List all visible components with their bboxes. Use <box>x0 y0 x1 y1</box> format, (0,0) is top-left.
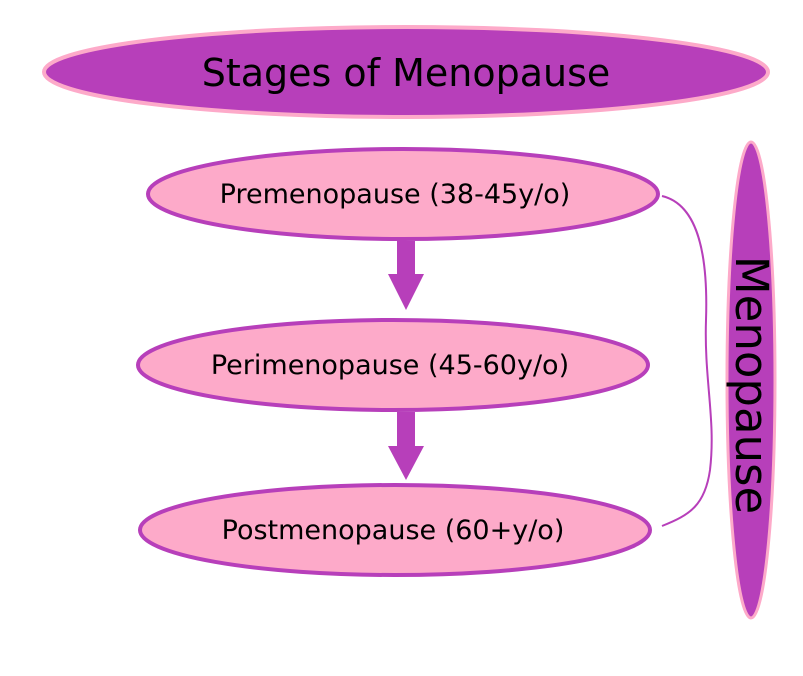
stage-ellipse <box>146 147 660 241</box>
title-node: Stages of Menopause <box>42 25 770 119</box>
side-label: Menopause <box>725 256 778 514</box>
title-ellipse <box>42 25 770 119</box>
stage-premenopause: Premenopause (38-45y/o) <box>146 147 660 241</box>
stage-postmenopause: Postmenopause (60+y/o) <box>138 483 652 577</box>
stage-ellipse <box>138 483 652 577</box>
stage-ellipse <box>136 318 650 412</box>
side-node: Menopause <box>725 140 778 620</box>
stage-label: Postmenopause (60+y/o) <box>222 515 565 546</box>
side-ellipse <box>725 140 777 620</box>
title-label: Stages of Menopause <box>202 51 611 95</box>
bracket-connector <box>661 195 713 527</box>
stage-label: Perimenopause (45-60y/o) <box>211 350 569 381</box>
stage-label: Premenopause (38-45y/o) <box>220 179 571 210</box>
down-arrow-icon <box>388 412 424 480</box>
stage-perimenopause: Perimenopause (45-60y/o) <box>136 318 650 412</box>
down-arrow-icon <box>388 241 424 310</box>
